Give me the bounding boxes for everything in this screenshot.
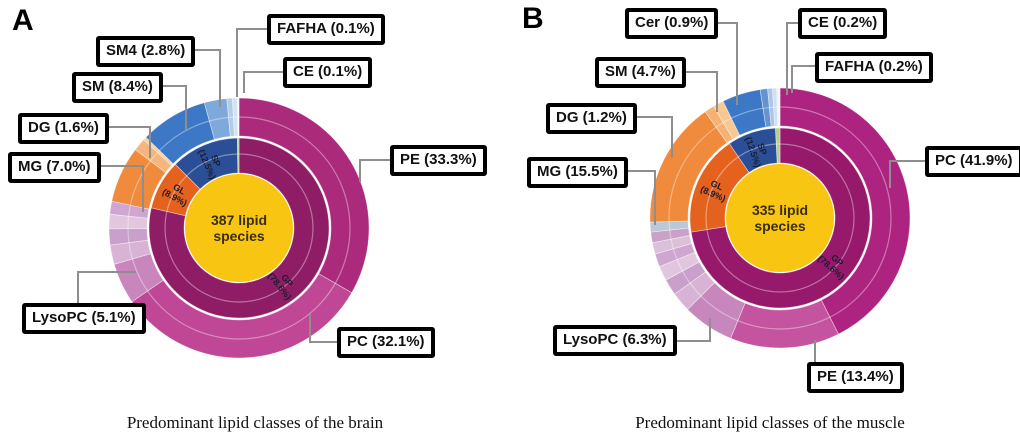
chart-a-leader-5 (96, 165, 144, 212)
chart-b-outer-slice-FAFHA (777, 87, 781, 127)
chart-b-outer-slice-PC (779, 87, 911, 335)
chart-a-callout-lysopc: LysoPC (5.1%) (22, 303, 146, 334)
chart-a-leader-8 (309, 314, 337, 343)
chart-a-leader-6 (77, 271, 136, 303)
chart-a-guide-circle (164, 153, 314, 303)
chart-a-hub-circle (185, 174, 293, 282)
chart-b-callout-ce: CE (0.2%) (798, 8, 888, 39)
center-label-brain-line1: 387 lipid (210, 211, 268, 228)
chart-b-guide-circle (668, 106, 892, 330)
center-label-muscle: 335 lipid species (752, 202, 808, 234)
chart-b-callout-mg: MG (15.5%) (527, 157, 628, 188)
chart-b-callout-dg: DG (1.2%) (546, 103, 637, 134)
chart-a-callout-fafha: FAFHA (0.1%) (267, 14, 385, 45)
chart-b-leader-1 (786, 22, 798, 95)
chart-a-leader-2 (190, 49, 221, 107)
chart-a-outer-slice-FAFHA (237, 97, 240, 137)
chart-b-leader-6 (889, 160, 925, 188)
chart-b-callout-pc: PC (41.9%) (925, 146, 1020, 177)
chart-a-inner-slice-GP (148, 137, 330, 319)
caption-muscle: Predominant lipid classes of the muscle (635, 413, 905, 432)
chart-b-inner-slice-GP (690, 127, 871, 309)
chart-a-leader-3 (156, 85, 187, 130)
chart-b-leader-4 (630, 116, 673, 158)
chart-a-guide-circle (127, 116, 351, 340)
chart-a-callout-sm4: SM4 (2.8%) (96, 36, 196, 67)
chart-b-hub-circle (726, 164, 834, 272)
chart-b-callout-pe: PE (13.4%) (807, 362, 904, 393)
chart-b-callout-cer: Cer (0.9%) (625, 8, 719, 39)
panel-letter-a: A (12, 4, 34, 37)
chart-a-callout-mg: MG (7.0%) (8, 152, 101, 183)
chart-b-leader-2 (791, 65, 815, 93)
chart-b-callout-sm: SM (4.7%) (595, 57, 686, 88)
panel-letter-b: B (522, 2, 544, 35)
center-label-brain-line2: species (213, 228, 265, 244)
chart-a-callout-sm: SM (8.4%) (72, 72, 163, 103)
chart-a-leader-0 (236, 28, 267, 97)
chart-b-leader-5 (622, 170, 656, 225)
chart-b-inner-slice-unlabeled-3 (775, 127, 781, 164)
chart-b-leader-7 (663, 318, 711, 342)
chart-b-guide-circle (705, 143, 855, 293)
chart-a-leader-7 (359, 159, 390, 182)
chart-a-leader-1 (243, 71, 283, 93)
center-label-muscle-line1: 335 lipid (751, 201, 809, 218)
center-label-brain: 387 lipid species (211, 212, 267, 244)
chart-b-leader-3 (678, 71, 718, 112)
chart-a-callout-dg: DG (1.6%) (18, 113, 109, 144)
chart-a-inner-slice-unlabeled-3 (236, 137, 240, 174)
chart-a-callout-pc: PC (32.1%) (337, 327, 435, 358)
chart-a-callout-ce: CE (0.1%) (283, 57, 373, 88)
chart-a-callout-pe: PE (33.3%) (390, 145, 487, 176)
center-label-muscle-line2: species (754, 218, 806, 234)
chart-b-callout-fafha: FAFHA (0.2%) (815, 52, 933, 83)
chart-b-callout-lysopc: LysoPC (6.3%) (553, 325, 677, 356)
caption-brain: Predominant lipid classes of the brain (126, 413, 384, 432)
chart-a-leader-4 (100, 126, 151, 158)
